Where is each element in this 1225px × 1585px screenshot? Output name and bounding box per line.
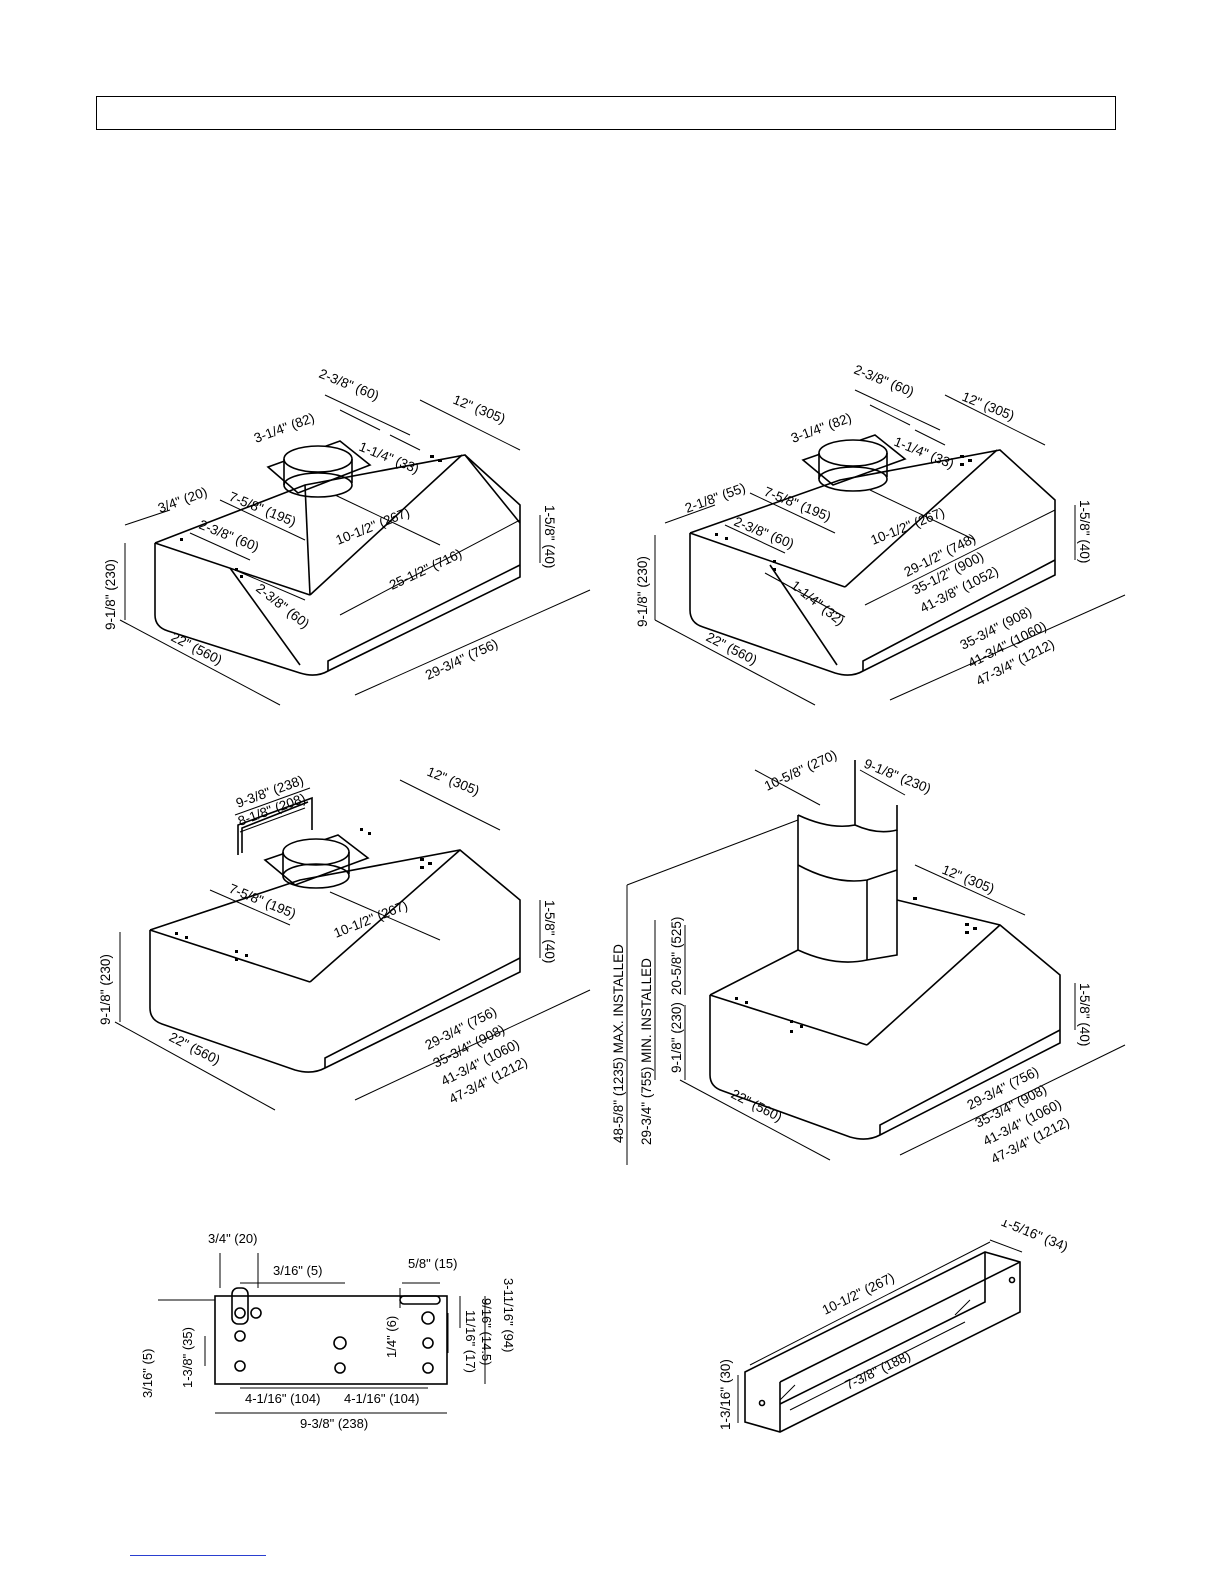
dim-label: 20-5/8" (525)	[669, 917, 684, 995]
dim-label: 9-1/8" (230)	[98, 954, 113, 1025]
dim-label: 1-5/8" (40)	[1077, 500, 1092, 563]
dim-label: 3/16" (5)	[273, 1263, 322, 1278]
hood-body	[149, 796, 521, 1073]
dimension-lines	[654, 389, 1126, 706]
dim-label: 9-1/8" (230)	[635, 556, 650, 627]
dimension-lines	[114, 779, 591, 1111]
dimension-labels: 10-5/8" (270) 9-1/8" (230) 12" (305) 48-…	[611, 747, 1092, 1167]
dimension-lines	[119, 394, 591, 706]
dim-label: 9-1/8" (230)	[103, 559, 118, 630]
figure-hood-ducted-multi: 2-3/8" (60) 12" (305) 3-1/4" (82) 1-1/4"…	[625, 355, 1145, 735]
dim-label: 3-1/4" (82)	[252, 410, 317, 446]
dim-label: 3/4" (20)	[156, 484, 209, 516]
dim-label: 7-5/8" (195)	[227, 489, 298, 529]
dim-label: 1-1/4" (33)	[892, 434, 956, 472]
dim-label: 12" (305)	[940, 862, 997, 897]
figure-mounting-bracket-plate: 3/4" (20) 3/16" (5) 5/8" (15) 3-11/16" (…	[140, 1228, 540, 1438]
dim-label: 25-1/2" (716)	[387, 546, 464, 593]
dimension-lines	[158, 1253, 486, 1414]
dim-label: 10-1/2" (267)	[332, 898, 410, 941]
dim-label: 12" (305)	[425, 764, 482, 799]
dim-label: 9/16" (14.5)	[479, 1298, 494, 1366]
dim-label: 9-3/8" (238)	[300, 1416, 368, 1431]
dimension-labels: 3/4" (20) 3/16" (5) 5/8" (15) 3-11/16" (…	[140, 1231, 516, 1431]
figure-hood-with-bracket: 9-3/8" (238) 8-1/8" (208) 12" (305) 7-5/…	[90, 760, 610, 1130]
dim-label: 1/4" (6)	[384, 1316, 399, 1358]
figure-hood-chimney: 10-5/8" (270) 9-1/8" (230) 12" (305) 48-…	[605, 745, 1145, 1175]
dim-label: 12" (305)	[451, 392, 508, 427]
dim-label: 48-5/8" (1235) MAX. INSTALLED	[611, 944, 626, 1143]
figure-chimney-bracket: 10-1/2" (267) 1-5/16" (34) 7-3/8" (188) …	[700, 1220, 1100, 1440]
hood-body	[709, 760, 1061, 1140]
dim-label: 2-1/8" (55)	[683, 480, 748, 516]
dim-label: 2-3/8" (60)	[317, 366, 381, 404]
bracket-plate	[214, 1287, 448, 1385]
dim-label: 11/16" (17)	[463, 1310, 478, 1373]
dim-label: 1-5/8" (40)	[1077, 983, 1092, 1046]
hood-body	[689, 434, 1056, 676]
figure-hood-ducted-30: 2-3/8" (60) 12" (305) 3-1/4" (82) 1-1/4"…	[90, 355, 610, 735]
dim-label: 1-5/8" (40)	[542, 900, 557, 963]
dim-label: 29-3/4" (755) MIN. INSTALLED	[639, 958, 654, 1145]
footer-link-underline	[130, 1555, 266, 1556]
dim-label: 12" (305)	[960, 389, 1017, 424]
dim-label: 1-3/8" (35)	[180, 1327, 195, 1388]
dim-label: 9-1/8" (230)	[862, 756, 933, 796]
chimney-bracket	[744, 1251, 1021, 1433]
dim-label: 4-1/16" (104)	[245, 1391, 320, 1406]
dim-label: 4-1/16" (104)	[344, 1391, 419, 1406]
dim-label: 3-11/16" (94)	[501, 1278, 516, 1352]
dim-label: 22" (560)	[729, 1086, 785, 1124]
dim-label: 1-1/4" (33)	[357, 439, 421, 477]
dim-label: 3/4" (20)	[208, 1231, 257, 1246]
dim-label: 22" (560)	[169, 629, 225, 667]
hood-body	[154, 440, 521, 676]
dim-label: 10-1/2" (267)	[869, 505, 947, 548]
dim-label: 2-3/8" (60)	[852, 362, 916, 400]
dim-label: 10-1/2" (267)	[820, 1270, 897, 1318]
dim-label: 1-3/16" (30)	[718, 1359, 733, 1430]
dim-label: 9-1/8" (230)	[669, 1002, 684, 1073]
header-box	[96, 96, 1116, 130]
dim-label: 2-3/8" (60)	[253, 581, 312, 632]
dim-label: 10-5/8" (270)	[762, 747, 839, 794]
dim-label: 1-5/8" (40)	[542, 505, 557, 568]
dimension-lines	[626, 769, 1126, 1165]
dim-label: 5/8" (15)	[408, 1256, 457, 1271]
dim-label: 2-3/8" (60)	[197, 517, 261, 555]
dim-label: 22" (560)	[704, 629, 760, 667]
dim-label: 1-5/16" (34)	[999, 1220, 1070, 1254]
dim-label: 3/16" (5)	[140, 1349, 155, 1398]
dimension-lines	[737, 1239, 1023, 1423]
